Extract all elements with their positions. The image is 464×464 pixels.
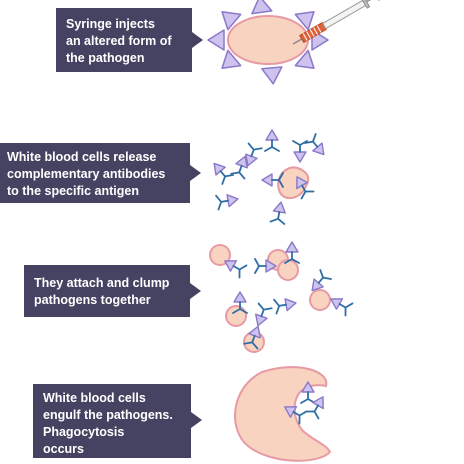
step-4-pointer <box>191 412 202 428</box>
antigen-spikes <box>207 0 329 85</box>
antibody-icon <box>261 172 284 188</box>
step-4-label: White blood cells engulf the pathogens. … <box>33 384 202 458</box>
antigen-spike <box>261 66 283 85</box>
step-3-pointer <box>190 283 201 299</box>
step-2-line-1: White blood cells release <box>7 150 157 164</box>
antibody-icon <box>232 291 248 314</box>
step-4-line-2: engulf the pathogens. <box>43 408 173 422</box>
step-4-line-1: White blood cells <box>43 391 146 405</box>
antigen-spike <box>207 29 225 51</box>
pathogen-with-antigens <box>207 0 329 85</box>
antibody-icon <box>300 381 316 404</box>
pathogen-cell <box>209 244 231 266</box>
antibody-icon <box>330 298 354 317</box>
step-3-label: They attach and clump pathogens together <box>24 265 201 317</box>
antibody-icon <box>284 406 308 425</box>
antibody-icon <box>213 162 234 185</box>
step-3-line-2: pathogens together <box>34 293 151 307</box>
antibody-icon <box>254 258 277 274</box>
antibody-icon <box>284 241 300 264</box>
antigen-spike <box>221 49 242 70</box>
antigen-spike <box>221 10 242 31</box>
syringe-icon <box>292 0 382 45</box>
pathogen-cell <box>277 259 299 281</box>
pathogen-body <box>227 15 309 65</box>
step-4-line-3: Phagocytosis <box>43 425 125 439</box>
antibody-icon <box>304 133 325 156</box>
step-2-line-3: to the specific antigen <box>7 184 139 198</box>
step-1-pointer <box>192 32 203 48</box>
antibody-icon <box>255 302 273 327</box>
step-2-pointer <box>190 165 201 181</box>
clumping-scene <box>209 241 354 353</box>
antibody-icon <box>224 260 248 279</box>
pathogen-fragment <box>277 166 310 200</box>
antibody-icon <box>292 140 308 163</box>
step-1-line-2: an altered form of <box>66 34 172 48</box>
phagocytosis-scene <box>234 366 332 462</box>
pathogen-cell <box>225 305 247 327</box>
step-3-line-1: They attach and clump <box>34 276 170 290</box>
antibody-release-scene <box>213 129 325 225</box>
step-1-line-1: Syringe injects <box>66 17 155 31</box>
antigen-spike <box>251 0 273 15</box>
antigen-spike <box>294 49 315 70</box>
antibody-icon <box>273 298 297 315</box>
white-blood-cell <box>234 366 332 462</box>
antibody-group-clump <box>224 241 354 350</box>
antibody-icon <box>243 325 261 350</box>
step-1-line-3: the pathogen <box>66 51 145 65</box>
antibody-group-engulf <box>284 381 324 425</box>
step-2-line-2: complementary antibodies <box>7 167 166 181</box>
antibody-icon <box>305 396 324 420</box>
pathogen-cell <box>309 289 331 311</box>
step-2-label: White blood cells release complementary … <box>0 143 201 203</box>
step-4-line-4: occurs <box>43 442 84 456</box>
antibody-icon <box>311 269 332 292</box>
antibody-icon <box>264 129 280 152</box>
antigen-spike <box>294 10 315 31</box>
step-1-label: Syringe injects an altered form of the p… <box>56 8 203 72</box>
antibody-icon <box>296 176 315 200</box>
antibody-icon <box>269 201 286 225</box>
antibody-group-release <box>213 129 325 225</box>
antibody-icon <box>245 142 263 167</box>
antibody-icon <box>215 194 239 211</box>
antibody-icon <box>230 155 248 180</box>
